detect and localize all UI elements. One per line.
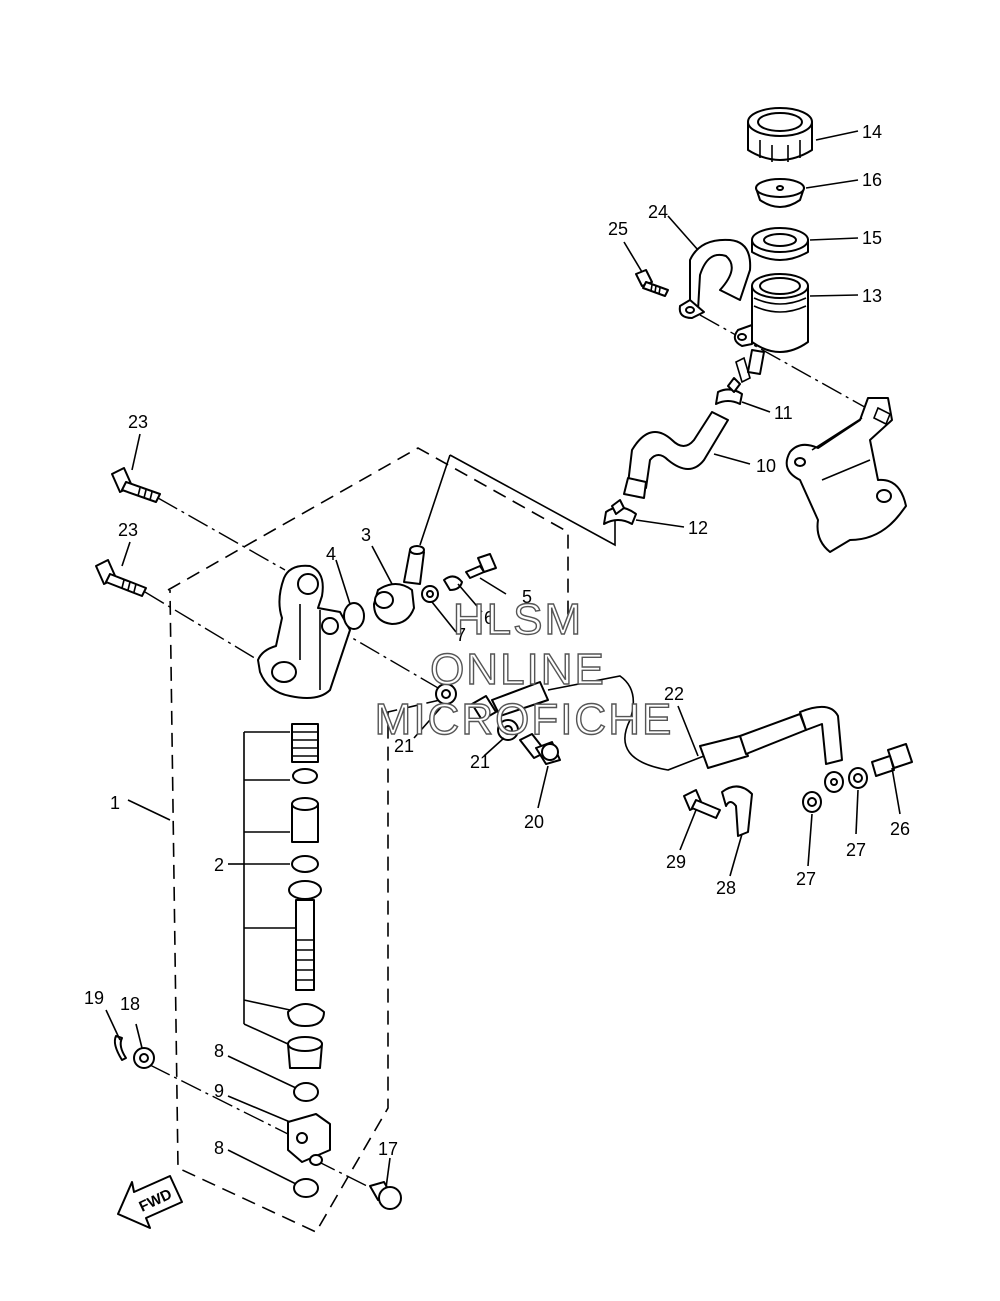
diaphragm-plate[interactable]: [755, 178, 805, 208]
diaphragm[interactable]: [751, 227, 809, 261]
callout-3: 3: [361, 525, 371, 545]
callout-16: 16: [862, 170, 882, 190]
callout-23-upper: 23: [128, 412, 148, 432]
watermark-line-1: HLSM: [453, 595, 583, 644]
reservoir-hose[interactable]: [623, 356, 751, 499]
callout-8-upper: 8: [214, 1041, 224, 1061]
hose-joint[interactable]: [373, 545, 425, 625]
copper-washer-upper[interactable]: [435, 683, 457, 705]
reservoir-bracket[interactable]: [678, 238, 752, 319]
union-bolt[interactable]: [519, 733, 561, 765]
joint-screw[interactable]: [465, 553, 497, 579]
piston-kit[interactable]: [287, 723, 325, 1069]
cotter-pin[interactable]: [113, 1035, 127, 1061]
frame-mount-bracket: [785, 397, 907, 553]
brake-hose[interactable]: [471, 675, 844, 793]
callout-6: 6: [484, 608, 494, 628]
callout-23-lower: 23: [118, 520, 138, 540]
piston-kit-bracket: [243, 731, 296, 1045]
caliper-washer-left[interactable]: [802, 791, 822, 813]
pump-bolt-upper[interactable]: [111, 467, 161, 503]
locknut-lower[interactable]: [293, 1178, 319, 1198]
callout-17: 17: [378, 1139, 398, 1159]
hose-route-line: [419, 454, 616, 547]
callout-12: 12: [688, 518, 708, 538]
hose-clip[interactable]: [721, 785, 753, 837]
callout-27-right: 27: [846, 840, 866, 860]
locknut-upper[interactable]: [293, 1082, 319, 1102]
callout-13: 13: [862, 286, 882, 306]
master-cylinder-body[interactable]: [257, 564, 351, 699]
o-ring[interactable]: [343, 602, 365, 630]
callout-11: 11: [774, 403, 793, 423]
callout-18: 18: [120, 994, 140, 1014]
callout-27-left: 27: [796, 869, 816, 889]
callout-8-lower: 8: [214, 1138, 224, 1158]
clevis[interactable]: [287, 1113, 331, 1166]
alignment-lines: [144, 314, 871, 1196]
watermark-line-3: MICROFICHE: [375, 695, 674, 744]
callout-5: 5: [522, 587, 532, 607]
callout-24: 24: [648, 202, 668, 222]
callout-14: 14: [862, 122, 882, 142]
hose-clamp-upper[interactable]: [715, 377, 743, 405]
reservoir-cap[interactable]: [747, 107, 813, 162]
callout-labels: 1 2 3 4 5 6 7 8 8 9 10 11 12 13 14 15 16…: [84, 122, 910, 1159]
callout-20: 20: [524, 812, 544, 832]
bracket-bolt[interactable]: [635, 269, 669, 297]
circlip[interactable]: [443, 575, 463, 591]
hose-clamp-lower[interactable]: [603, 499, 637, 525]
copper-washer-lower[interactable]: [497, 719, 519, 741]
callout-29: 29: [666, 852, 686, 872]
watermark: HLSM ONLINE MICROFICHE: [374, 594, 674, 744]
callout-21-lower: 21: [470, 752, 490, 772]
washer-18[interactable]: [133, 1047, 155, 1069]
callout-21-upper: 21: [394, 736, 414, 756]
pump-bolt-lower[interactable]: [95, 559, 147, 597]
forward-direction-arrow: FWD: [117, 1175, 183, 1229]
watermark-line-2: ONLINE: [430, 645, 606, 694]
callout-9: 9: [214, 1081, 224, 1101]
callout-26: 26: [890, 819, 910, 839]
callout-19: 19: [84, 988, 104, 1008]
callout-7: 7: [456, 625, 466, 645]
caliper-union-bolt[interactable]: [871, 743, 913, 777]
callout-15: 15: [862, 228, 882, 248]
clamp-bolt[interactable]: [683, 789, 721, 819]
reservoir-tank[interactable]: [733, 273, 809, 375]
callout-10: 10: [756, 456, 776, 476]
callout-25: 25: [608, 219, 628, 239]
callout-2: 2: [214, 855, 224, 875]
caliper-washer-right[interactable]: [848, 767, 868, 789]
assembly-outline: [167, 447, 569, 1234]
callout-1: 1: [110, 793, 120, 813]
callout-4: 4: [326, 544, 336, 564]
washer-small-hole: [426, 590, 434, 598]
callout-22: 22: [664, 684, 684, 704]
callout-28: 28: [716, 878, 736, 898]
leader-lines: [105, 130, 901, 1189]
